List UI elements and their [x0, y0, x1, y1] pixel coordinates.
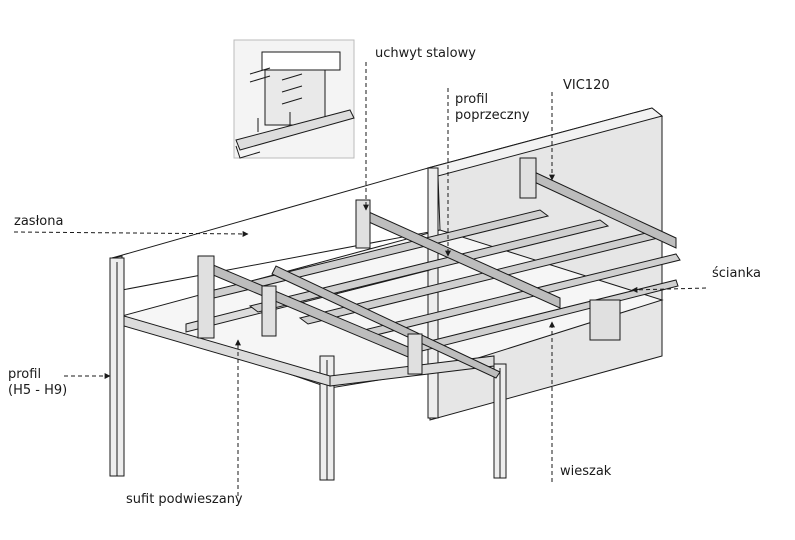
label-sufit-podwieszany: sufit podwieszany	[126, 492, 243, 507]
label-profil-h5-h9: profil (H5 - H9)	[8, 367, 68, 398]
steel-brackets	[197, 157, 621, 375]
detail-inset-drawing	[233, 39, 355, 159]
leader-scianka	[631, 286, 707, 293]
label-zaslona: zasłona	[14, 214, 64, 229]
label-uchwyt-stalowy: uchwyt stalowy	[375, 46, 476, 61]
label-vic120: VIC120	[563, 78, 610, 93]
label-wieszak: wieszak	[560, 464, 612, 479]
main-profiles	[205, 169, 677, 379]
label-scianka: ścianka	[712, 266, 762, 281]
annotation-leaders	[13, 62, 707, 496]
label-profil-poprzeczny: profil poprzeczny	[455, 92, 530, 123]
